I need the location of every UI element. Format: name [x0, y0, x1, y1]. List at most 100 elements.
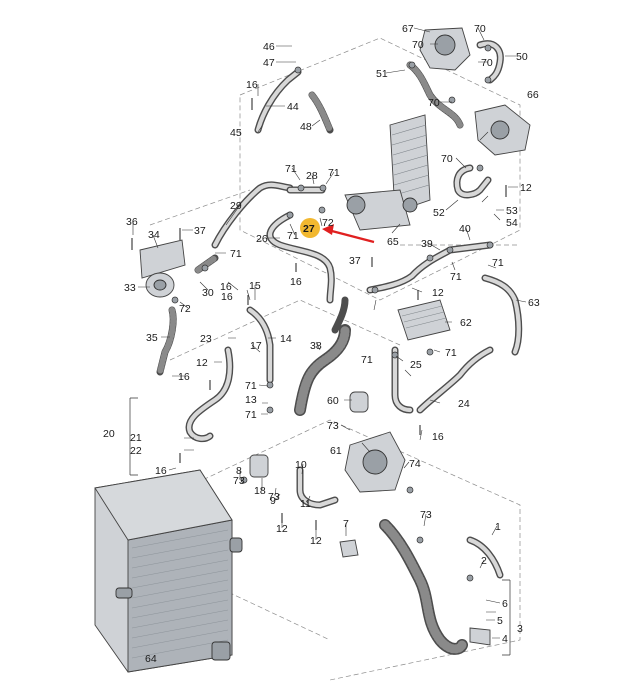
label-1: 1: [495, 521, 501, 533]
hose-35: [156, 306, 177, 376]
label-8: 8: [236, 465, 242, 477]
label-35: 35: [146, 332, 158, 344]
hose-30: [194, 254, 219, 274]
hose-20: [185, 346, 234, 443]
label-61: 61: [330, 445, 342, 457]
label-71b: 71: [328, 167, 340, 179]
callout-arrow-line: [327, 228, 375, 244]
label-71f: 71: [492, 257, 504, 269]
label-65: 65: [387, 236, 399, 248]
lower-hose-3: [379, 519, 468, 655]
label-38: 38: [310, 340, 322, 352]
label-5: 5: [497, 615, 503, 627]
hose-10-9: [296, 466, 339, 509]
label-36: 36: [126, 216, 138, 228]
bracket-20: [129, 397, 138, 476]
label-16b: 16: [290, 276, 302, 288]
label-12a: 12: [520, 182, 532, 194]
label-60: 60: [327, 395, 339, 407]
label-3: 3: [517, 623, 523, 635]
label-74: 74: [409, 458, 421, 470]
label-73a: 73: [327, 420, 339, 432]
label-66: 66: [527, 89, 539, 101]
label-12e: 12: [310, 535, 322, 547]
label-73b: 73: [233, 475, 245, 487]
label-18: 18: [254, 485, 266, 497]
bracket-3: [502, 579, 511, 656]
label-50: 50: [516, 51, 528, 63]
module-62: [397, 299, 451, 341]
label-47: 47: [263, 57, 275, 69]
pump-33: [139, 239, 186, 298]
hose-38: [294, 324, 351, 416]
hose-14-15: [246, 306, 274, 384]
label-12d: 12: [276, 523, 288, 535]
label-9: 9: [270, 495, 276, 507]
label-52: 52: [433, 207, 445, 219]
label-28: 28: [306, 170, 318, 182]
label-37a: 37: [194, 225, 206, 237]
label-64: 64: [145, 653, 157, 665]
callout-arrow-head: [322, 224, 334, 235]
sensor-7: [339, 539, 359, 558]
part-4: [469, 627, 491, 646]
label-63: 63: [528, 297, 540, 309]
label-62: 62: [460, 317, 472, 329]
pump-61: [344, 431, 406, 493]
housing-66: [474, 104, 531, 156]
label-16c: 16: [221, 291, 233, 303]
label-16e: 16: [178, 371, 190, 383]
label-13: 13: [245, 394, 257, 406]
label-70a: 70: [474, 23, 486, 35]
hose-44-48: [254, 68, 334, 134]
label-16f: 16: [432, 431, 444, 443]
label-4: 4: [502, 633, 508, 645]
leader-lines: [132, 27, 527, 639]
label-24: 24: [458, 398, 470, 410]
label-25: 25: [410, 359, 422, 371]
hose-39-40: [366, 241, 494, 294]
label-70b: 70: [412, 39, 424, 51]
label-23: 23: [200, 333, 212, 345]
label-6: 6: [502, 598, 508, 610]
label-48: 48: [300, 121, 312, 133]
label-11: 11: [300, 498, 311, 510]
hose-50-51: [406, 40, 504, 129]
label-71a: 71: [285, 163, 297, 175]
hose-63: [481, 274, 523, 356]
label-22: 22: [130, 445, 142, 457]
radiator: [94, 469, 243, 673]
label-20: 20: [103, 428, 115, 440]
label-46: 46: [263, 41, 275, 53]
label-67: 67: [402, 23, 414, 35]
label-14: 14: [280, 333, 292, 345]
part-60: [349, 391, 369, 413]
label-40: 40: [459, 223, 471, 235]
label-71i: 71: [245, 380, 257, 392]
label-12b: 12: [432, 287, 444, 299]
oil-cooler-65: [344, 114, 431, 231]
hose-group-upper: [211, 181, 349, 334]
label-44: 44: [287, 101, 299, 113]
hose-1: [466, 536, 504, 579]
callout-27[interactable]: [300, 218, 375, 244]
label-7: 7: [343, 518, 349, 530]
label-30: 30: [202, 287, 214, 299]
label-15: 15: [249, 280, 261, 292]
hose-52: [453, 164, 492, 199]
label-72a: 72: [322, 217, 334, 229]
hose-25: [391, 346, 414, 414]
label-39: 39: [421, 238, 433, 250]
label-73d: 73: [268, 491, 280, 503]
label-2: 2: [481, 555, 487, 567]
label-33: 33: [124, 282, 136, 294]
label-17: 17: [250, 340, 262, 352]
label-72b: 72: [179, 303, 191, 315]
label-71g: 71: [361, 354, 373, 366]
label-16d: 16: [220, 281, 232, 293]
label-71c: 71: [287, 230, 299, 242]
hose-24: [416, 346, 494, 414]
screws: [131, 98, 507, 530]
label-70e: 70: [441, 153, 453, 165]
